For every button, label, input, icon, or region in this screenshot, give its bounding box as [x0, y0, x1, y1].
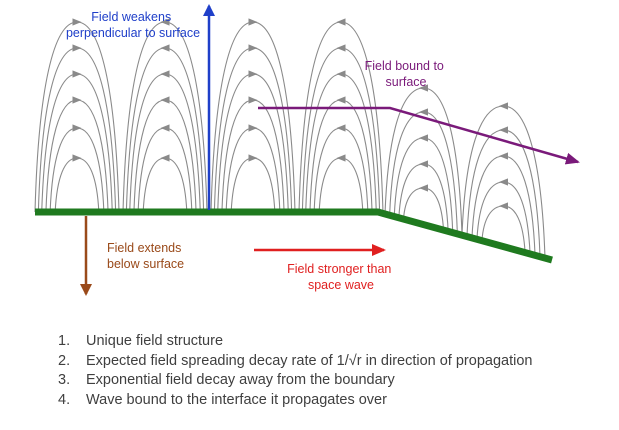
field-arrowhead	[336, 44, 346, 52]
field-arrowhead	[419, 134, 428, 142]
field-arrowhead	[499, 126, 508, 134]
field-arrowhead	[160, 96, 170, 104]
label-field-weakens: Field weakens perpendicular to surface	[66, 10, 200, 40]
field-arrowhead	[72, 44, 82, 52]
field-line	[133, 99, 197, 213]
field-arrowhead	[248, 18, 258, 26]
field-arrowhead	[499, 102, 508, 110]
field-arrowhead	[72, 154, 82, 162]
field-arrowhead	[336, 96, 346, 104]
field-arrowhead	[160, 70, 170, 78]
field-line	[142, 157, 188, 213]
list-item: 3.Exponential field decay away from the …	[58, 372, 395, 388]
list-item: 2.Expected field spreading decay rate of…	[58, 352, 533, 369]
field-arrowhead	[499, 202, 508, 210]
label-field-stronger: Field stronger than space wave	[287, 262, 395, 292]
field-line	[230, 157, 276, 213]
field-arrowhead	[160, 124, 170, 132]
ground-surface	[35, 208, 553, 264]
field-line	[309, 99, 373, 213]
list-item: 4.Wave bound to the interface it propaga…	[58, 391, 387, 408]
list-item: 1.Unique field structure	[58, 333, 224, 349]
field-arrowhead	[336, 70, 346, 78]
field-arrowhead	[248, 70, 258, 78]
field-arrowhead	[336, 18, 346, 26]
field-arrowhead	[160, 18, 170, 26]
property-list: 1.Unique field structure 2.Expected fiel…	[58, 332, 532, 410]
field-line	[313, 127, 369, 213]
field-arrowhead	[419, 84, 428, 92]
label-field-extends: Field extends below surface	[107, 241, 185, 271]
field-arrowhead	[72, 124, 82, 132]
field-arrowhead	[419, 184, 428, 192]
field-line	[225, 127, 281, 213]
field-arrowhead	[336, 154, 346, 162]
field-arrowhead	[72, 96, 82, 104]
field-arrowhead	[336, 124, 346, 132]
field-arrowhead	[248, 44, 258, 52]
field-line	[318, 157, 364, 213]
field-arrowhead	[419, 108, 428, 116]
field-arrowhead	[72, 70, 82, 78]
field-lines	[34, 18, 546, 259]
field-line	[54, 157, 100, 213]
field-bound-arrow	[258, 106, 580, 165]
field-arrowhead	[248, 124, 258, 132]
field-arrowhead	[248, 96, 258, 104]
field-line	[137, 127, 193, 213]
field-line	[49, 127, 105, 213]
field-arrowhead	[499, 178, 508, 186]
field-arrowhead	[499, 152, 508, 160]
label-field-bound: Field bound to surface	[365, 59, 448, 89]
field-arrowhead	[248, 154, 258, 162]
field-line	[45, 99, 109, 213]
field-arrowhead	[160, 154, 170, 162]
surface-wave-diagram: Field weakens perpendicular to surface F…	[34, 4, 580, 296]
field-line	[221, 99, 285, 213]
field-arrowhead	[419, 160, 428, 168]
field-arrowhead	[160, 44, 170, 52]
field-arrowhead	[72, 18, 82, 26]
